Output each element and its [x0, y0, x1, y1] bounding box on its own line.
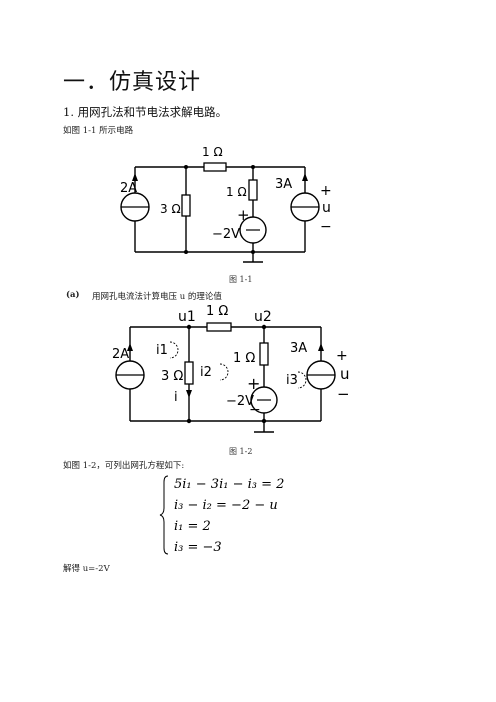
arrow-down-icon	[186, 390, 192, 398]
label-minus-right: −	[337, 385, 350, 403]
label-vsrc: −2V	[226, 394, 254, 409]
label-node-u2: u2	[254, 309, 272, 325]
part-a-text: 用网孔电流法计算电压 u 的理论值	[92, 292, 222, 302]
part-a-mark: (a)	[66, 290, 80, 300]
label-r-left: 3 Ω	[161, 369, 183, 384]
figure-caption-2: 图 1-2	[229, 447, 253, 456]
result-text: 解得 u=-2V	[63, 564, 110, 574]
label-i3: i3	[286, 373, 298, 388]
arrow-up-icon	[132, 173, 138, 181]
equation-line: i₁ = 2	[174, 519, 211, 534]
label-plus-mid: +	[247, 374, 260, 393]
equation-line: 5i₁ − 3i₁ − i₃ = 2	[174, 477, 284, 492]
equation-line: i₃ = −3	[174, 540, 222, 555]
resistor-mid	[248, 179, 258, 201]
resistor-top	[206, 322, 232, 332]
label-i1: i1	[156, 343, 168, 358]
arrow-up-icon	[318, 343, 324, 351]
label-src-right: 3A	[275, 177, 292, 192]
label-r-left: 3 Ω	[160, 202, 181, 216]
problem-statement: 1. 用网孔法和节电法求解电路。	[63, 105, 228, 119]
mesh-loop-1	[169, 341, 179, 359]
intro-text: 如图 1-1 所示电路	[63, 126, 134, 136]
label-plus-right: +	[320, 183, 332, 199]
label-node-u1: u1	[178, 309, 196, 325]
resistor-left	[181, 194, 191, 217]
arrow-up-icon	[127, 343, 133, 351]
brace-icon	[159, 475, 169, 555]
label-src-right: 3A	[290, 341, 307, 356]
circuit-diagram-2: u1 u2 1 Ω 2A i1 3 Ω i2 i 1 Ω 3A i3 + −2V…	[112, 304, 350, 433]
label-i: i	[174, 390, 178, 405]
label-u: u	[322, 200, 331, 216]
mesh-loop-3	[297, 371, 307, 389]
circuit-diagram-1: 1 Ω 2A 3 Ω 1 Ω 3A + −2V + u −	[120, 145, 332, 263]
arrow-up-icon	[302, 173, 308, 181]
equation-system: 5i₁ − 3i₁ − i₃ = 2 i₃ − i₂ = −2 − u i₁ =…	[159, 475, 284, 555]
label-src-left: 2A	[112, 347, 129, 362]
label-vsrc: −2V	[212, 227, 240, 242]
resistor-top	[203, 162, 227, 172]
figure-caption-1: 图 1-1	[229, 275, 253, 284]
resistor-mid	[259, 342, 269, 366]
label-src-left: 2A	[120, 181, 137, 196]
equation-line: i₃ − i₂ = −2 − u	[174, 498, 278, 513]
label-u: u	[340, 365, 350, 383]
label-minus-mid: −	[249, 402, 261, 418]
label-r-mid: 1 Ω	[233, 351, 255, 366]
resistor-left	[184, 361, 194, 385]
label-plus-mid: +	[237, 206, 250, 224]
label-r-mid: 1 Ω	[226, 185, 247, 199]
label-minus-right: −	[320, 219, 332, 235]
section-heading: 一．仿真设计	[63, 70, 202, 95]
label-r-top: 1 Ω	[202, 145, 223, 159]
label-plus-right: +	[336, 348, 348, 364]
label-r-top: 1 Ω	[206, 304, 228, 319]
equations-intro: 如图 1-2，可列出网孔方程如下:	[63, 461, 185, 471]
mesh-loop-2	[219, 363, 229, 381]
label-i2: i2	[200, 365, 212, 380]
